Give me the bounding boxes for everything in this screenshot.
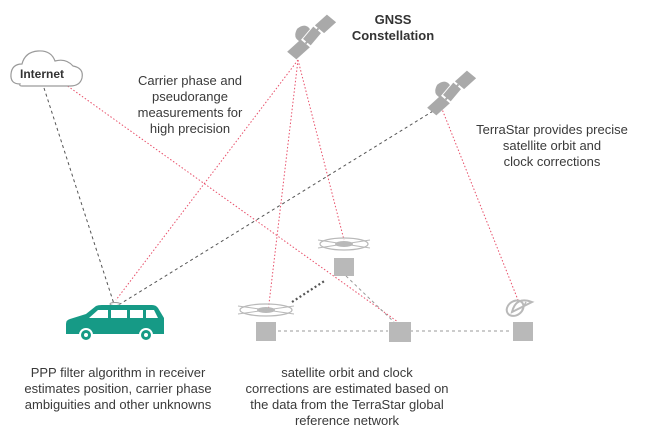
network-ellipsis [291,279,327,303]
link-gnss-car [115,59,299,301]
caption-line: ambiguities and other unknowns [24,397,212,412]
antenna-station-icon [237,303,295,341]
caption-line: corrections are estimated based on [245,381,449,396]
antenna-station-icon [317,237,371,276]
connection-lines [43,59,519,332]
caption-line: estimates position, carrier phase [24,381,212,396]
ppp-filter-caption: PPP filter algorithm in receiver estimat… [12,365,224,413]
link-internet-hub [61,81,399,323]
cloud-icon [10,50,83,87]
caption-line: PPP filter algorithm in receiver [30,365,206,380]
satellite-icon [287,14,337,60]
link-station-top-hub [345,275,395,323]
link-gnss-station-top [297,59,345,241]
network-hub [389,322,411,342]
internet-label: Internet [20,67,65,81]
link-terrastar-car [119,107,439,305]
caption-line: satellite orbit and [502,138,602,153]
caption-line: clock corrections [503,154,601,169]
caption-line: TerraStar provides precise [476,122,628,137]
caption-line: measurements for [137,105,243,120]
link-internet-car [43,87,115,305]
caption-line: pseudorange [152,89,228,104]
caption-line: high precision [149,121,231,136]
caption-line: reference network [294,413,400,428]
caption-line: Carrier phase and [137,73,243,88]
link-gnss-station-left [267,59,299,313]
gnss-title-line: Constellation [351,28,435,43]
caption-line: satellite orbit and clock [281,365,413,380]
terrastar-caption: TerraStar provides precise satellite orb… [466,122,638,170]
satellite-dish-icon [505,299,535,341]
gnss-constellation-title: GNSS Constellation [340,12,446,44]
caption-line: the data from the TerraStar global [250,397,444,412]
car-icon [66,302,164,342]
carrier-phase-caption: Carrier phase and pseudorange measuremen… [120,73,260,137]
satellite-icon [427,70,477,116]
gnss-title-line: GNSS [374,12,412,27]
reference-network-caption: satellite orbit and clock corrections ar… [228,365,466,429]
link-terrastar-dish [439,103,519,301]
